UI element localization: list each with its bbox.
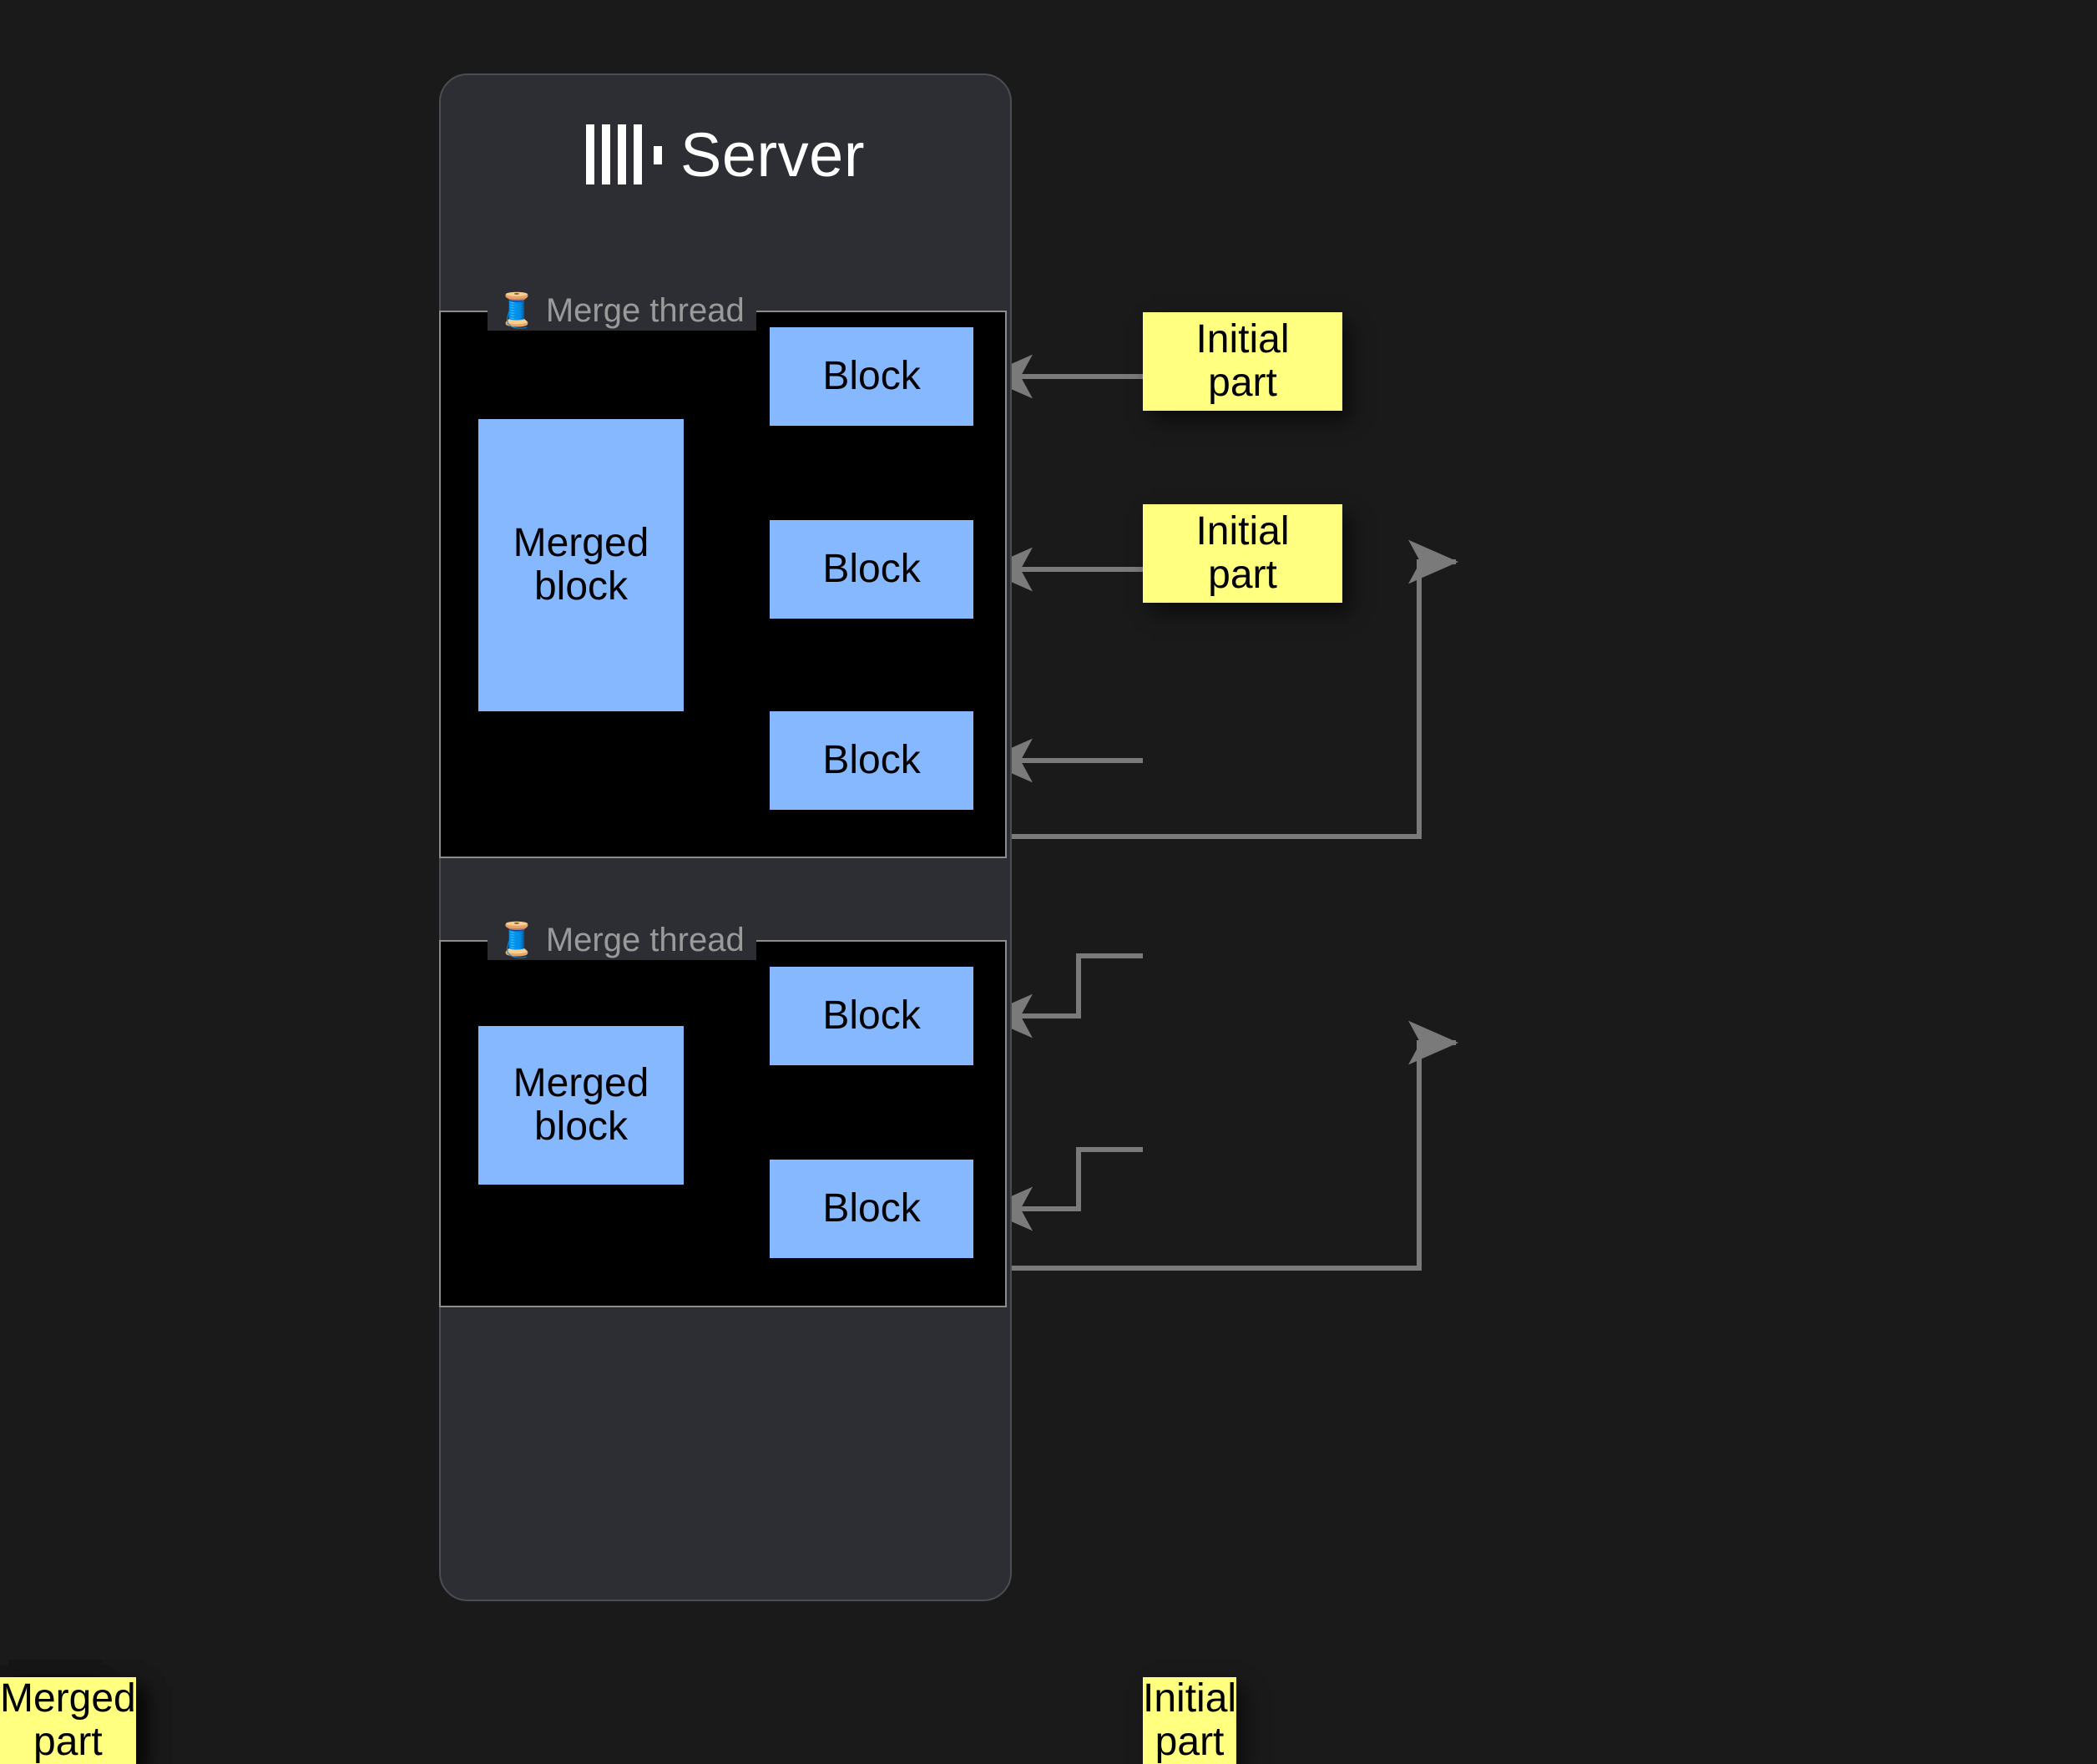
merged-block-box: Merged block [478, 419, 684, 711]
thread-spool-icon: 🧵 [496, 922, 538, 958]
server-title: Server [439, 109, 1012, 200]
block-box: Block [770, 327, 973, 426]
initial-part-line2: part [1208, 361, 1277, 405]
initial-part-line1: Initial [1195, 317, 1290, 362]
step-marker-3: 3 [0, 1737, 2097, 1752]
merged-block-line2: block [533, 564, 629, 609]
initial-part-line2: part [1155, 1719, 1225, 1764]
initial-part-line1: Initial [1143, 1676, 1237, 1721]
server-title-label: Server [680, 119, 865, 190]
merged-block-line2: block [533, 1104, 629, 1149]
block-box: Block [770, 967, 973, 1065]
merged-part-line1: Merged [0, 1676, 136, 1721]
step-marker-1a: 1 [0, 1692, 2097, 1707]
merged-part-line2: part [33, 1719, 103, 1764]
merge-thread-label-2: Merge thread [545, 922, 745, 958]
merge-thread-label-1: Merge thread [545, 292, 745, 329]
initial-part-line2: part [1208, 553, 1277, 597]
block-box: Block [770, 1160, 973, 1258]
merged-block-line1: Merged [513, 521, 649, 566]
step-marker-1b: 1 [0, 1707, 2097, 1722]
step-marker-2: 2 [0, 1677, 2097, 1692]
merge-thread-legend-2: 🧵 Merge thread [488, 920, 756, 960]
clickhouse-logo-icon [586, 124, 663, 184]
step-marker-1c: 1 [0, 1722, 2097, 1737]
thread-spool-icon: 🧵 [496, 292, 538, 329]
merged-block-line1: Merged [513, 1061, 649, 1106]
block-box: Block [770, 520, 973, 619]
diagram-canvas: Server 🧵 Merge thread 🧵 Merge thread [0, 73, 1458, 1764]
merge-thread-legend-1: 🧵 Merge thread [488, 291, 756, 331]
arrow-layer [579, 354, 1458, 1271]
merged-block-box: Merged block [478, 1026, 684, 1185]
initial-part-line1: Initial [1195, 509, 1290, 554]
block-box: Block [770, 711, 973, 810]
